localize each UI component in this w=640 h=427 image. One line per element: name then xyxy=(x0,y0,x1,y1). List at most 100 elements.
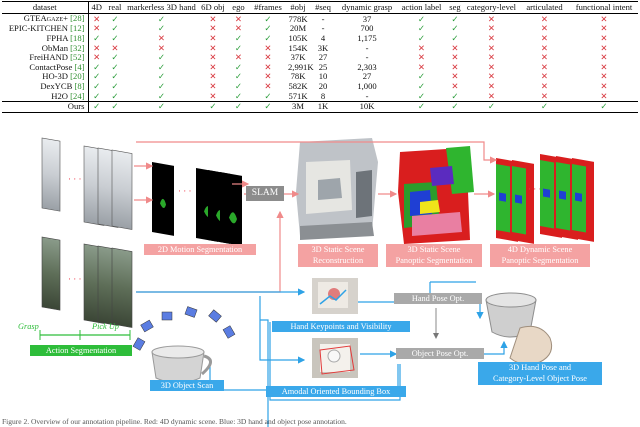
table-cell: 154K xyxy=(288,42,308,53)
action-segmentation-label: Action Segmentation xyxy=(30,345,132,357)
table-cell: 1K xyxy=(309,101,337,113)
cross-icon: ✕ xyxy=(209,71,217,82)
check-icon: ✓ xyxy=(157,80,166,91)
table-row: EPIC-KITCHEN [12]✕✓✓✕✕✓20M-700✓✓✕✕✕✕ xyxy=(2,23,640,34)
table-header-row: dataset 4D real markerless 3D hand 6D ob… xyxy=(2,1,638,14)
svg-text:· · ·: · · · xyxy=(68,274,82,284)
check-icon: ✓ xyxy=(157,52,166,63)
table-cell: 1,000 xyxy=(357,80,377,91)
table-cell: 700 xyxy=(360,23,374,34)
slam-box: SLAM xyxy=(246,186,284,202)
cross-icon: ✕ xyxy=(209,42,217,53)
cross-icon: ✕ xyxy=(209,52,217,63)
check-icon: ✓ xyxy=(234,80,243,91)
check-icon: ✓ xyxy=(125,101,198,113)
static-pan-line2: Panoptic Segmentation xyxy=(386,255,482,267)
hand-keypoints-label: Hand Keypoints and Visibility xyxy=(272,321,410,333)
cross-icon: ✕ xyxy=(209,32,217,43)
check-icon: ✓ xyxy=(87,72,105,82)
cross-icon: ✕ xyxy=(519,91,570,102)
check-icon: ✓ xyxy=(157,61,166,72)
cross-icon: ✕ xyxy=(487,61,496,72)
check-icon: ✓ xyxy=(157,13,166,24)
grasp-label: Grasp xyxy=(18,322,39,331)
check-icon: ✓ xyxy=(125,91,198,102)
table-cell: 2,303 xyxy=(357,61,377,72)
check-icon: ✓ xyxy=(228,101,249,113)
dataset-name: ObMan [32] xyxy=(41,42,85,53)
cross-icon: ✕ xyxy=(600,61,608,72)
cross-icon: ✕ xyxy=(540,80,549,91)
dataset-name: HO-3D [20] xyxy=(42,71,85,82)
check-icon: ✓ xyxy=(446,91,464,102)
check-icon: ✓ xyxy=(105,101,125,113)
dynamic-pan-line1: 4D Dynamic Scene xyxy=(490,244,590,256)
check-icon: ✓ xyxy=(397,101,446,113)
cross-icon: ✕ xyxy=(540,71,549,82)
col-header: dataset xyxy=(32,1,57,12)
col-header: 6D obj xyxy=(201,1,225,12)
cross-icon: ✕ xyxy=(157,32,166,43)
dataset-comparison-table: dataset 4D real markerless 3D hand 6D ob… xyxy=(2,1,640,113)
check-icon: ✓ xyxy=(234,61,243,72)
cross-icon: ✕ xyxy=(87,43,105,53)
table-row: GTEAGAZE+ [28]✕✓✓✕✕✓778K-37✓✓✕✕✕✕ xyxy=(2,13,640,25)
col-header: #frames xyxy=(254,1,282,12)
cross-icon: ✕ xyxy=(464,91,519,102)
cross-icon: ✕ xyxy=(451,42,459,53)
check-icon: ✓ xyxy=(234,71,243,82)
col-header: 4D xyxy=(87,1,105,14)
table-cell: 78K xyxy=(290,71,306,82)
check-icon: ✓ xyxy=(397,91,446,102)
col-header: markerless 3D hand xyxy=(127,1,196,12)
static-recon-label: 3D Static Scene Reconstruction xyxy=(298,244,378,267)
cross-icon: ✕ xyxy=(417,52,426,63)
cross-icon: ✕ xyxy=(264,52,272,63)
check-icon: ✓ xyxy=(87,34,105,44)
table-cell: 10 xyxy=(318,71,328,82)
cross-icon: ✕ xyxy=(600,23,608,34)
cross-icon: ✕ xyxy=(111,42,119,53)
col-header: ego xyxy=(232,1,245,12)
table-cell: 20 xyxy=(318,80,328,91)
cross-icon: ✕ xyxy=(87,53,105,63)
cross-icon: ✕ xyxy=(234,52,243,63)
cross-icon: ✕ xyxy=(600,32,608,43)
table-cell: 27 xyxy=(362,71,372,82)
cross-icon: ✕ xyxy=(487,32,496,43)
col-header: #obj xyxy=(290,1,306,12)
table-cell: 3M xyxy=(287,101,309,113)
svg-text:· · ·: · · · xyxy=(528,184,542,194)
cross-icon: ✕ xyxy=(487,52,496,63)
amodal-box-label: Amodal Oriented Bounding Box xyxy=(266,386,406,398)
cross-icon: ✕ xyxy=(451,80,459,91)
svg-text:· · ·: · · · xyxy=(178,186,192,196)
table-cell: 8 xyxy=(309,91,337,102)
cross-icon: ✕ xyxy=(87,13,105,25)
col-header: articulated xyxy=(526,1,563,12)
cross-icon: ✕ xyxy=(540,32,549,43)
static-recon-line1: 3D Static Scene xyxy=(298,244,378,256)
object-scan-label: 3D Object Scan xyxy=(150,380,224,392)
check-icon: ✓ xyxy=(464,101,519,113)
cross-icon: ✕ xyxy=(600,71,608,82)
rgb-frames-top: · · · xyxy=(41,137,133,230)
mug-scan xyxy=(132,306,236,384)
check-icon: ✓ xyxy=(417,71,426,82)
check-icon: ✓ xyxy=(446,101,464,113)
check-icon: ✓ xyxy=(417,32,426,43)
check-icon: ✓ xyxy=(87,82,105,92)
col-header: real xyxy=(108,1,122,12)
final-hand-object-render xyxy=(485,292,553,365)
table-cell: 778K xyxy=(288,13,308,24)
check-icon: ✓ xyxy=(105,91,125,102)
cross-icon: ✕ xyxy=(87,24,105,34)
cross-icon: ✕ xyxy=(264,42,272,53)
check-icon: ✓ xyxy=(264,32,272,43)
amodal-box-image xyxy=(312,338,358,378)
